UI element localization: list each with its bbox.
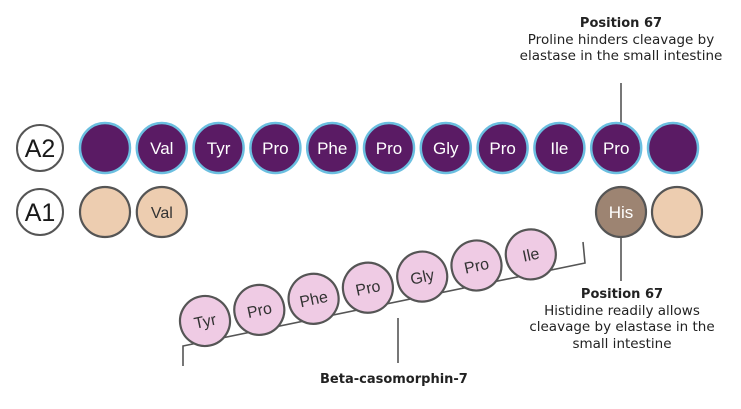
bottom-annotation-line: cleavage by elastase in the xyxy=(529,319,715,336)
residue: Pro xyxy=(233,283,286,336)
residue-circle xyxy=(419,121,473,175)
peptide-label: Beta-casomorphin-7 xyxy=(320,372,468,387)
a1-chain: Val His xyxy=(78,185,704,239)
label-a1: A1 xyxy=(25,199,56,227)
residue-circle xyxy=(650,185,704,239)
label-a2: A2 xyxy=(25,135,56,163)
residue: Tyr xyxy=(192,121,245,175)
residue-circle xyxy=(287,272,340,325)
residue-label: Gly xyxy=(409,267,436,289)
residue-circle xyxy=(249,121,302,175)
residue-circle xyxy=(341,261,394,314)
residue: His xyxy=(594,185,648,239)
residue: Phe xyxy=(305,121,359,175)
bottom-annotation-heading: Position 67 xyxy=(580,287,664,302)
residue-label: Pro xyxy=(246,300,274,322)
top-annotation-line: elastase in the small intestine xyxy=(519,48,723,65)
residue: Val xyxy=(135,185,188,239)
residue-circle xyxy=(646,121,700,175)
top-annotation: Position 67 Proline hinders cleavage by … xyxy=(505,16,737,65)
residue-circle xyxy=(78,185,132,239)
residue-label: Phe xyxy=(298,289,329,312)
residue-label: Val xyxy=(150,139,173,158)
bottom-annotation-line: small intestine xyxy=(572,335,672,352)
bottom-annotation: Position 67 Histidine readily allows cle… xyxy=(519,287,725,352)
residue-label: Pro xyxy=(354,278,382,300)
residue-circle xyxy=(450,239,503,292)
residue-circle xyxy=(589,121,643,175)
residue-label: Ile xyxy=(521,246,541,266)
residue: Pro xyxy=(341,261,394,314)
residue-circle xyxy=(362,121,416,175)
residue-circle xyxy=(594,185,648,239)
residue-circle xyxy=(305,121,359,175)
label-a2-badge: A2 xyxy=(16,124,64,172)
residue-label: Ile xyxy=(550,139,568,158)
residue-label: His xyxy=(609,203,634,222)
residue: Pro xyxy=(362,121,416,175)
residue-label: Gly xyxy=(433,139,459,158)
residue-circle xyxy=(192,121,245,175)
residue-label: Phe xyxy=(317,139,347,158)
bottom-annotation-line: Histidine readily allows xyxy=(544,302,700,319)
a2-chain: Val Tyr Pro Phe Pro Gly Pro Ile Pro xyxy=(78,121,700,175)
residue xyxy=(650,185,704,239)
residue-label: Val xyxy=(151,205,173,222)
residue: Val xyxy=(135,121,189,175)
residue-circle xyxy=(178,294,232,348)
residue: Gly xyxy=(396,250,449,303)
top-annotation-heading: Position 67 xyxy=(579,16,663,31)
residue: Phe xyxy=(287,272,340,325)
residue-circle xyxy=(396,250,449,303)
label-a1-badge: A1 xyxy=(16,188,64,236)
residue: Pro xyxy=(249,121,302,175)
residue: Tyr xyxy=(178,294,232,348)
residue: Gly xyxy=(419,121,473,175)
residue xyxy=(646,121,700,175)
residue: Pro xyxy=(476,121,529,175)
top-annotation-line: Proline hinders cleavage by xyxy=(527,31,715,48)
residue-label: Pro xyxy=(262,139,288,158)
residue-circle xyxy=(476,121,529,175)
residue-circle xyxy=(135,185,188,239)
residue-label: Tyr xyxy=(207,139,231,158)
residue-label: Pro xyxy=(376,139,402,158)
residue-label: Pro xyxy=(489,139,515,158)
residue-circle xyxy=(233,283,286,336)
residue xyxy=(78,185,132,239)
residue-label: Pro xyxy=(603,139,629,158)
residue: Ile xyxy=(504,228,557,281)
residue: Pro xyxy=(589,121,643,175)
residue: Pro xyxy=(450,239,503,292)
residue: Ile xyxy=(533,121,586,175)
residue-circle xyxy=(78,121,132,175)
residue-label: Tyr xyxy=(193,311,219,332)
residue-circle xyxy=(533,121,586,175)
residue-circle xyxy=(135,121,189,175)
residue xyxy=(78,121,132,175)
residue-circle xyxy=(504,228,557,281)
residue-label: Pro xyxy=(463,256,491,278)
